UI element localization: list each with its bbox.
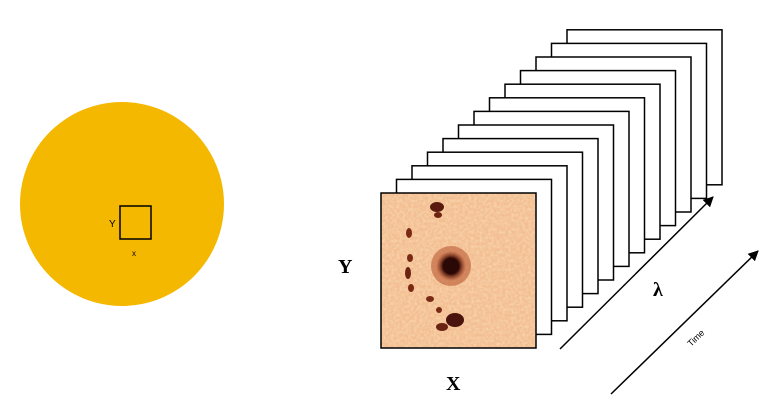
region-box bbox=[119, 205, 152, 240]
time-arrow bbox=[610, 250, 759, 395]
spot-lower-2 bbox=[436, 323, 448, 331]
main-sunspot-core bbox=[443, 258, 459, 274]
front-frame bbox=[380, 192, 537, 349]
time-label: Time bbox=[685, 328, 706, 349]
spot-left-5 bbox=[426, 296, 434, 302]
cube-label-y: Y bbox=[338, 256, 353, 278]
cube-label-x: X bbox=[446, 373, 461, 395]
spot-lower-1 bbox=[446, 313, 464, 327]
lambda-label: λ bbox=[653, 279, 663, 301]
sunspot-group bbox=[405, 202, 471, 331]
sun-disk bbox=[20, 102, 224, 306]
spot-lower-3 bbox=[436, 307, 442, 313]
spot-left-4 bbox=[408, 284, 414, 292]
region-label-x: x bbox=[132, 249, 136, 258]
front-frame-border bbox=[380, 192, 537, 349]
lambda-arrow bbox=[559, 196, 714, 350]
spot-top-2 bbox=[434, 212, 442, 218]
spot-left-2 bbox=[407, 254, 413, 262]
spot-left-3 bbox=[405, 267, 411, 279]
spot-left-1 bbox=[406, 228, 412, 238]
region-label-y: Y bbox=[109, 219, 116, 230]
spot-top-1 bbox=[430, 202, 444, 212]
sun-disk-group: Y x bbox=[20, 102, 224, 306]
